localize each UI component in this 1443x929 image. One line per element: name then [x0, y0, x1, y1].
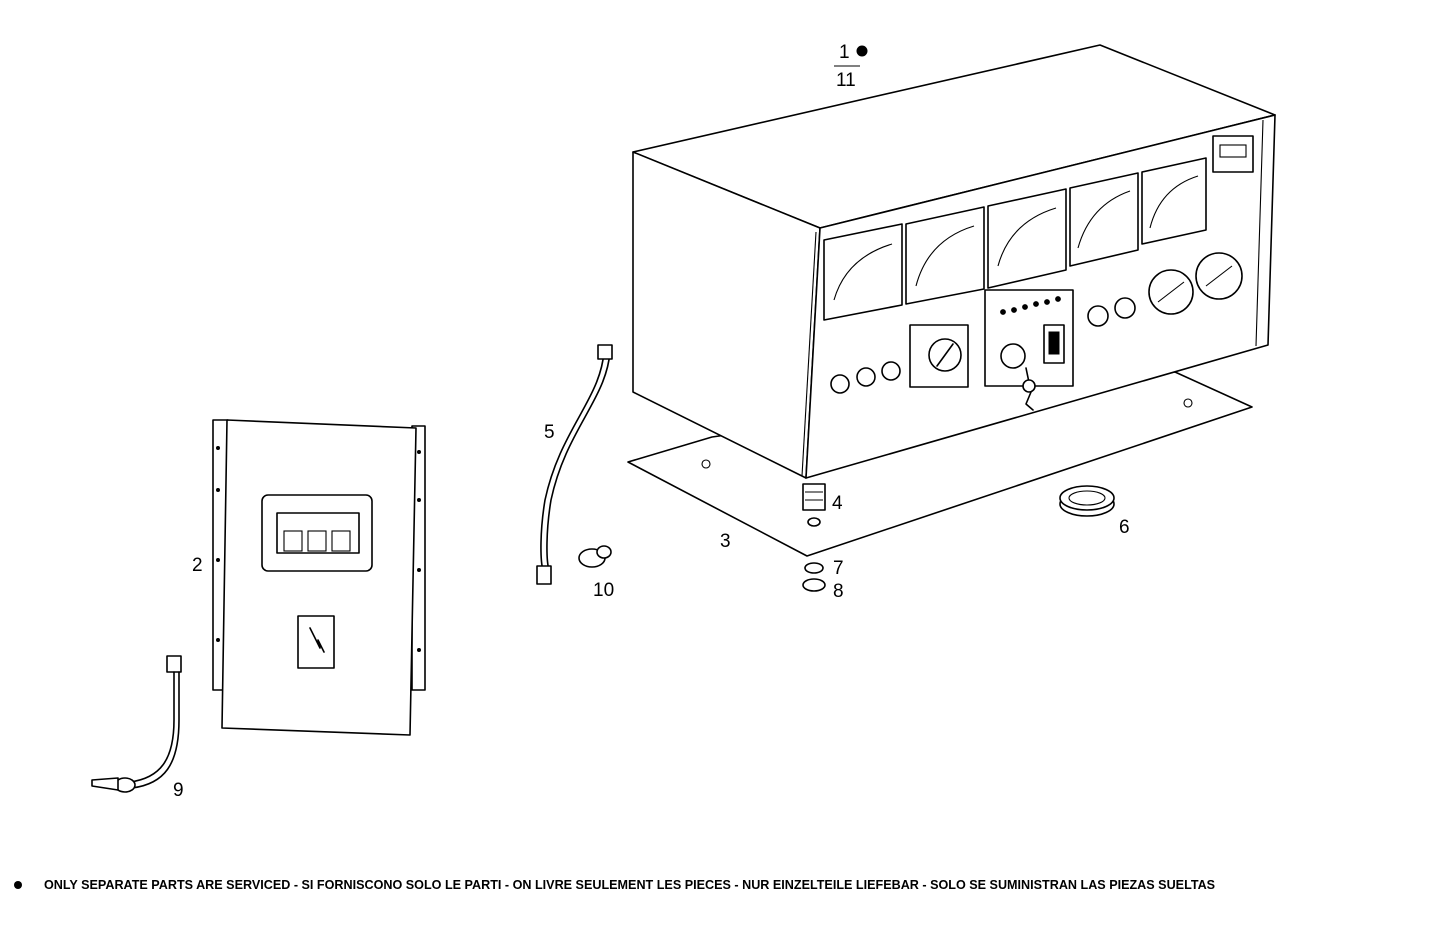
callout-7: 7: [833, 558, 844, 579]
callout-1: 1: [839, 42, 850, 63]
mount-stud: [802, 483, 826, 527]
callout-4: 4: [832, 493, 843, 514]
callout-6: 6: [1119, 517, 1130, 538]
callout-3: 3: [720, 531, 731, 552]
ground-cable: [91, 655, 182, 793]
bullet-icon: [14, 880, 22, 889]
footnote: ONLY SEPARATE PARTS ARE SERVICED - SI FO…: [14, 878, 1439, 892]
base-plate: [627, 371, 1253, 557]
cable-clip: [578, 545, 612, 568]
callout-9: 9: [173, 780, 184, 801]
callout-2: 2: [192, 555, 203, 576]
callout-5: 5: [544, 422, 555, 443]
lower-controls: [830, 252, 1243, 411]
switch-box-cover: [221, 419, 417, 736]
callout-8: 8: [833, 581, 844, 602]
separate-parts-bullet: [856, 45, 868, 57]
grommet: [1059, 485, 1115, 517]
washer: [804, 562, 824, 574]
switch-box: [212, 419, 426, 736]
meter-row: [823, 135, 1254, 321]
callout-10: 10: [593, 580, 614, 601]
control-panel-assembly: [536, 44, 1276, 592]
callout-11: 11: [836, 70, 856, 91]
footnote-text: ONLY SEPARATE PARTS ARE SERVICED - SI FO…: [44, 878, 1216, 892]
nut: [802, 578, 826, 592]
callout-1-group: 1 11: [834, 42, 868, 91]
warning-label: [297, 615, 335, 669]
battery-cable: [536, 344, 613, 585]
